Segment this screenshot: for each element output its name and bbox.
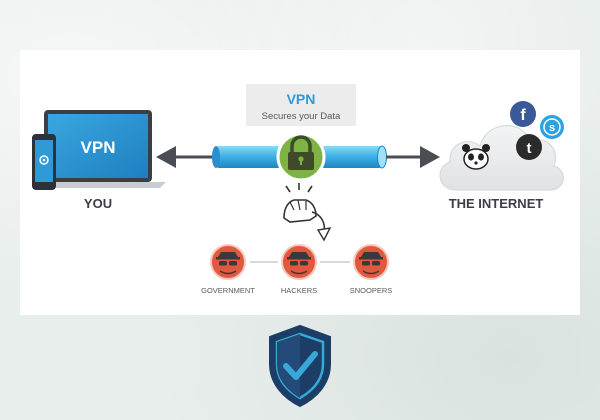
vpn-subtitle: Secures your Data	[262, 111, 341, 122]
threat-snoopers: SNOOPERS	[350, 244, 393, 295]
arrow-right-icon	[386, 146, 440, 168]
spy-icon	[210, 244, 246, 280]
internet-label: THE INTERNET	[449, 196, 544, 211]
phone	[32, 134, 56, 190]
laptop-screen	[48, 114, 148, 178]
threat-label: SNOOPERS	[350, 286, 393, 295]
arrow-left-icon	[156, 146, 212, 168]
you-label: YOU	[84, 196, 112, 211]
checkmark-icon	[283, 351, 318, 380]
vpn-diagram: VPN YOU VPN	[32, 84, 564, 295]
twitter-icon: t	[516, 134, 542, 160]
laptop-vpn-text: VPN	[81, 138, 116, 157]
threat-label: GOVERNMENT	[201, 286, 255, 295]
facebook-letter: f	[520, 107, 526, 124]
spy-icon	[281, 244, 317, 280]
threat-label: HACKERS	[281, 286, 317, 295]
shield-check-icon	[266, 324, 334, 408]
threat-hackers: HACKERS	[281, 244, 317, 295]
facebook-icon: f	[510, 101, 536, 127]
vpn-title: VPN	[287, 91, 316, 107]
threat-government: GOVERNMENT	[201, 244, 255, 295]
skype-letter: s	[549, 122, 555, 134]
skype-icon: s	[540, 115, 564, 139]
phone-settings-icon	[39, 155, 49, 165]
laptop-base	[34, 182, 166, 188]
panda-icon	[462, 144, 490, 170]
laptop: VPN	[34, 110, 166, 188]
vpn-label-box: VPN Secures your Data	[246, 84, 356, 126]
spy-icon	[353, 244, 389, 280]
padlock-icon	[276, 132, 326, 182]
vpn-diagram-card: VPN YOU VPN	[20, 50, 580, 315]
blocked-hand-icon	[283, 183, 332, 242]
twitter-letter: t	[527, 140, 532, 157]
